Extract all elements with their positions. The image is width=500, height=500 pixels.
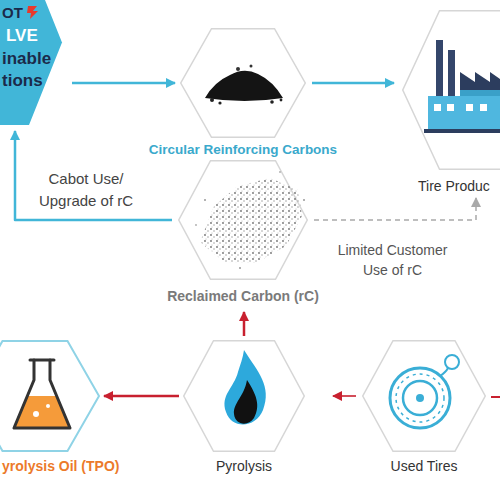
hexagon-outline <box>183 340 305 476</box>
node-label: inable tions <box>2 48 64 92</box>
carbon-granule <box>250 65 253 68</box>
dust-speck <box>204 199 206 201</box>
node-caption: Circular Reinforcing Carbons <box>128 142 358 158</box>
factory-chimney <box>448 50 455 100</box>
hexagon-node: Tire Produc <box>402 10 500 194</box>
node-label: OT <box>2 4 23 22</box>
hexagon-shape <box>181 29 306 138</box>
node-caption: Tire Produc <box>418 178 490 195</box>
hexagon-node: yrolysis Oil (TPO) <box>0 340 100 476</box>
hexagon-shape <box>184 341 305 452</box>
tire-tread <box>396 374 444 422</box>
flow-arrow <box>312 82 394 85</box>
flame-outer <box>225 350 266 425</box>
tire-outer <box>390 368 450 428</box>
carbon-pile <box>205 71 283 101</box>
hexagon-shape <box>403 11 500 170</box>
carbon-granule <box>210 98 214 102</box>
hexagon-node: Pyrolysis <box>183 340 305 476</box>
dust-speck <box>195 224 197 226</box>
node-caption: Used Tires <box>342 458 500 475</box>
flow-arrow <box>15 131 172 220</box>
hexagon-outline <box>362 340 486 476</box>
carbon-dust <box>200 178 302 263</box>
flow-stub <box>491 396 500 398</box>
node-caption: Reclaimed Carbon (rC) <box>148 288 338 305</box>
gauge-hose <box>440 368 448 376</box>
logo-mark <box>27 6 38 19</box>
flow-arrow <box>243 312 246 336</box>
edge-label: Limited Customer Use of rC <box>330 240 455 281</box>
hexagon-shape <box>363 341 486 452</box>
factory-roof <box>460 72 500 90</box>
node-caption: yrolysis Oil (TPO) <box>2 458 119 475</box>
hexagon-outline <box>178 160 308 306</box>
factory-band <box>460 90 500 96</box>
hexagon-node: Circular Reinforcing Carbons <box>180 28 306 160</box>
factory-building <box>428 96 500 130</box>
flask-outline <box>14 360 70 428</box>
dust-speck <box>239 267 241 269</box>
carbon-granule <box>236 67 240 71</box>
flask-bubble <box>46 404 50 408</box>
node-caption: Pyrolysis <box>163 458 325 475</box>
factory-window <box>434 104 441 111</box>
flow-arrow <box>72 82 175 85</box>
hexagon-outline <box>0 340 100 476</box>
flask-liquid <box>14 396 70 428</box>
hexagon-node: OT LVEinable tions <box>0 0 62 125</box>
hexagon-outline <box>402 10 500 194</box>
flask-bubble <box>33 411 39 417</box>
factory-window <box>480 104 487 111</box>
hexagon-node: Used Tires <box>362 340 486 476</box>
factory-chimney <box>436 40 443 100</box>
factory-window <box>466 104 473 111</box>
gauge-dial <box>445 355 459 369</box>
tire-rim <box>403 381 437 415</box>
flask-lip <box>30 359 54 362</box>
flow-arrow <box>333 395 356 397</box>
flow-arrow <box>314 198 476 220</box>
tire-hub <box>416 394 424 402</box>
factory-window <box>447 104 454 111</box>
dust-speck <box>303 199 305 201</box>
carbon-granule <box>218 101 221 104</box>
node-label: LVE <box>6 26 38 46</box>
hexagon-node: Reclaimed Carbon (rC) <box>178 160 308 306</box>
carbon-granule <box>280 99 283 102</box>
hexagon-outline <box>180 28 306 160</box>
hexagon-shape <box>0 341 99 451</box>
edge-label: Cabot Use/ Upgrade of rC <box>20 168 152 212</box>
hexagon-shape <box>179 161 308 280</box>
factory-ground <box>424 129 500 133</box>
flow-arrow <box>104 395 179 398</box>
flame-inner <box>234 380 257 424</box>
carbon-granule <box>270 100 274 104</box>
dust-speck <box>279 171 281 173</box>
